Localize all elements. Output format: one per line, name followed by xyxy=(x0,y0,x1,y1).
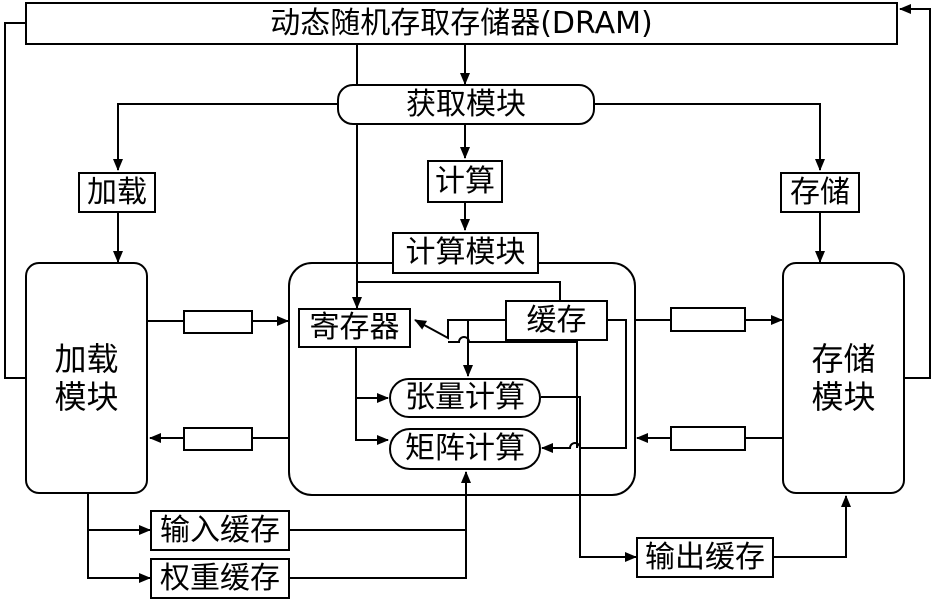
weight-buffer: 权重缓存 xyxy=(150,558,290,599)
compute-module-title: 计算模块 xyxy=(392,232,539,274)
compute-op-label: 计算 xyxy=(435,163,495,199)
register-label: 寄存器 xyxy=(309,310,400,345)
compute-to-load-queue xyxy=(183,427,253,451)
dram-label: 动态随机存取存储器(DRAM) xyxy=(270,5,653,41)
load-op-label: 加载 xyxy=(87,174,147,210)
load-to-compute-queue xyxy=(183,310,253,334)
load-module-label: 加载 模块 xyxy=(54,339,119,416)
cache-label: 缓存 xyxy=(526,302,587,338)
output-buffer-label: 输出缓存 xyxy=(645,539,765,575)
tensor-compute-unit: 张量计算 xyxy=(389,378,541,418)
output-buffer: 输出缓存 xyxy=(636,537,774,578)
compute-to-store-queue xyxy=(670,307,746,332)
compute-module-title-label: 计算模块 xyxy=(405,235,526,270)
fetch-module-label: 获取模块 xyxy=(406,86,526,122)
store-op-label: 存储 xyxy=(790,174,850,210)
store-module: 存储 模块 xyxy=(782,262,905,494)
store-module-label: 存储 模块 xyxy=(811,339,876,416)
input-buffer: 输入缓存 xyxy=(150,510,290,551)
load-op-box: 加载 xyxy=(78,172,156,213)
fetch-module: 获取模块 xyxy=(337,84,595,125)
compute-op-box: 计算 xyxy=(427,160,503,203)
matrix-compute-unit: 矩阵计算 xyxy=(389,428,541,470)
store-to-compute-queue xyxy=(670,426,746,451)
matrix-compute-label: 矩阵计算 xyxy=(405,431,525,466)
load-module: 加载 模块 xyxy=(25,262,148,494)
store-op-box: 存储 xyxy=(780,172,860,213)
cache-box: 缓存 xyxy=(505,300,608,341)
dram-block: 动态随机存取存储器(DRAM) xyxy=(25,2,898,45)
register-box: 寄存器 xyxy=(298,308,411,348)
weight-buffer-label: 权重缓存 xyxy=(160,560,280,596)
tensor-compute-label: 张量计算 xyxy=(405,380,525,415)
input-buffer-label: 输入缓存 xyxy=(160,512,280,548)
